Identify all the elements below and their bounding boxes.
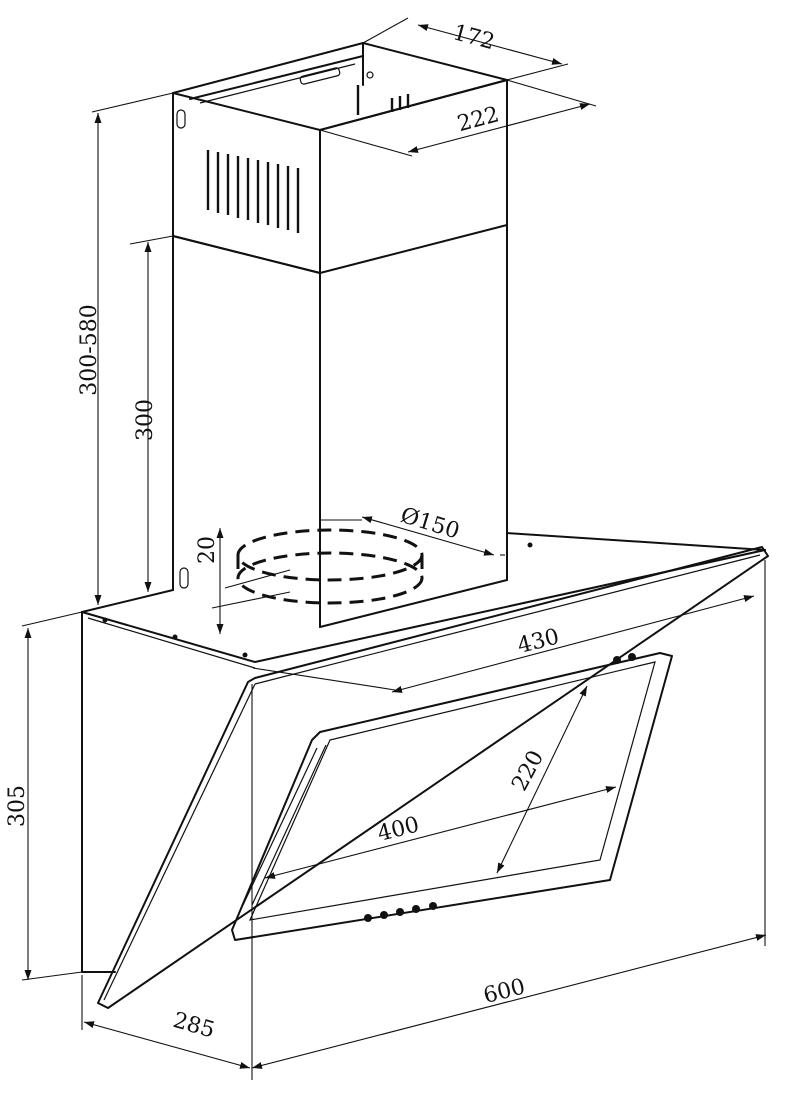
dim-label-400: 400 [375,812,422,846]
upper-chimney [172,42,508,274]
lower-chimney [172,224,508,628]
control-buttons-icon [364,902,437,922]
dim-label-222: 222 [455,102,502,137]
dim-label-430: 430 [515,624,562,658]
dim-label-305: 305 [5,785,30,827]
dim-label-diameter: Ø150 [398,503,463,544]
vent-slots-icon [206,150,300,233]
control-panel [231,652,673,941]
dim-label-20: 20 [195,536,220,564]
dimension-lines [24,24,767,1069]
dim-label-300-580: 300-580 [77,304,102,395]
glass-panel [97,546,769,1009]
extension-lines [21,17,766,1080]
dim-label-300: 300 [133,399,158,441]
dim-label-600: 600 [481,974,528,1008]
dim-label-220: 220 [507,747,549,796]
duct-outlet-icon [236,528,424,605]
dim-label-285: 285 [170,1008,217,1044]
bracket-slots-icon [356,85,410,115]
dim-label-172: 172 [450,20,497,55]
hood-body [81,532,766,973]
